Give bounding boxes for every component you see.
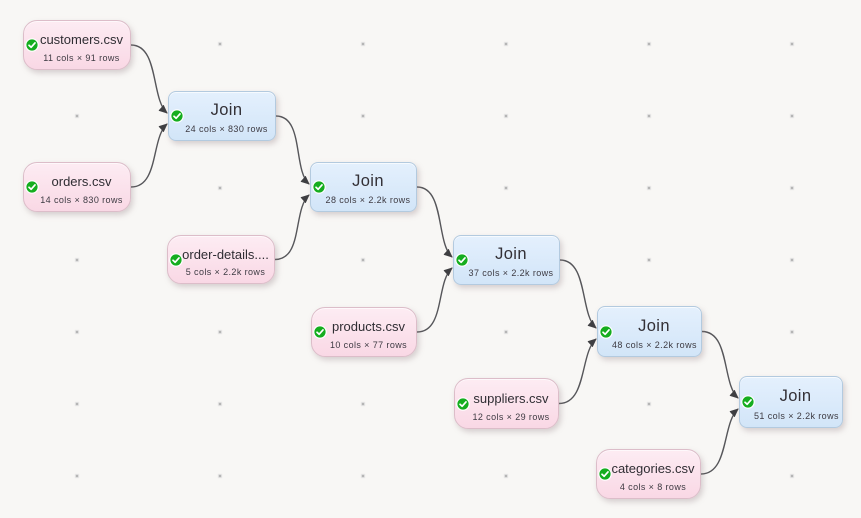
node-title: customers.csv [39,32,124,47]
grid-dot [504,474,508,478]
edge-join-2-to-join-3[interactable] [416,186,453,258]
node-subtitle: 5 cols × 2.2k rows [185,267,266,277]
grid-dot [361,42,365,46]
node-subtitle: 4 cols × 8 rows [619,482,687,492]
grid-dot [790,330,794,334]
grid-dot [790,258,794,262]
node-suppliers[interactable]: suppliers.csv 12 cols × 29 rows [454,378,559,429]
node-join-1[interactable]: Join 24 cols × 830 rows [168,91,276,141]
grid-dot [647,186,651,190]
grid-dot [647,42,651,46]
grid-dot [218,42,222,46]
grid-dot [218,402,222,406]
node-join-3[interactable]: Join 37 cols × 2.2k rows [453,235,560,285]
node-subtitle: 37 cols × 2.2k rows [468,268,554,278]
grid-dot [361,258,365,262]
edge-customers-to-join-1[interactable] [130,44,168,114]
node-subtitle: 48 cols × 2.2k rows [612,340,697,350]
node-title: Join [638,316,670,335]
grid-dot [504,186,508,190]
node-products[interactable]: products.csv 10 cols × 77 rows [311,307,417,357]
grid-dot [647,114,651,118]
node-categories[interactable]: categories.csv 4 cols × 8 rows [596,449,701,499]
edge-orders-to-join-1[interactable] [130,123,168,188]
edge-categories-to-join-5[interactable] [700,408,739,475]
node-subtitle: 24 cols × 830 rows [185,124,268,134]
node-subtitle: 14 cols × 830 rows [40,195,123,205]
grid-dot [647,258,651,262]
grid-dot [75,114,79,118]
node-title: Join [779,387,812,405]
edge-join-3-to-join-4[interactable] [559,259,597,329]
edge-products-to-join-3[interactable] [416,267,453,333]
edge-join-4-to-join-5[interactable] [701,330,739,399]
node-subtitle: 12 cols × 29 rows [472,412,550,422]
edge-suppliers-to-join-4[interactable] [558,338,597,405]
node-order-details[interactable]: order-details.... 5 cols × 2.2k rows [167,235,275,284]
grid-dot [504,330,508,334]
grid-dot [218,186,222,190]
edge-join-1-to-join-2[interactable] [275,115,310,185]
grid-dot [75,474,79,478]
node-subtitle: 51 cols × 2.2k rows [754,411,839,421]
node-join-2[interactable]: Join 28 cols × 2.2k rows [310,162,417,212]
node-title: categories.csv [611,461,695,476]
node-subtitle: 10 cols × 77 rows [329,340,408,350]
node-title: order-details.... [182,246,269,262]
node-customers[interactable]: customers.csv 11 cols × 91 rows [23,20,131,70]
grid-dot [361,402,365,406]
node-subtitle: 28 cols × 2.2k rows [325,195,411,205]
grid-dot [218,330,222,334]
grid-dot [790,114,794,118]
node-title: products.csv [332,319,405,334]
node-title: Join [210,101,243,119]
grid-dot [75,402,79,406]
grid-dot [504,42,508,46]
grid-dot [75,258,79,262]
grid-dot [504,114,508,118]
node-title: Join [352,172,384,190]
node-title: Join [495,245,527,263]
node-title: suppliers.csv [473,390,549,406]
grid-dot [647,402,651,406]
node-join-4[interactable]: Join 48 cols × 2.2k rows [597,306,702,357]
grid-dot [361,474,365,478]
edge-order-details-to-join-2[interactable] [274,194,310,261]
grid-dot [790,186,794,190]
node-orders[interactable]: orders.csv 14 cols × 830 rows [23,162,131,212]
grid-dot [790,474,794,478]
grid-dot [361,114,365,118]
node-join-5[interactable]: Join 51 cols × 2.2k rows [739,376,843,428]
grid-dot [790,42,794,46]
grid-dot [218,474,222,478]
node-title: orders.csv [51,174,112,189]
grid-dot [75,330,79,334]
node-subtitle: 11 cols × 91 rows [43,53,120,63]
